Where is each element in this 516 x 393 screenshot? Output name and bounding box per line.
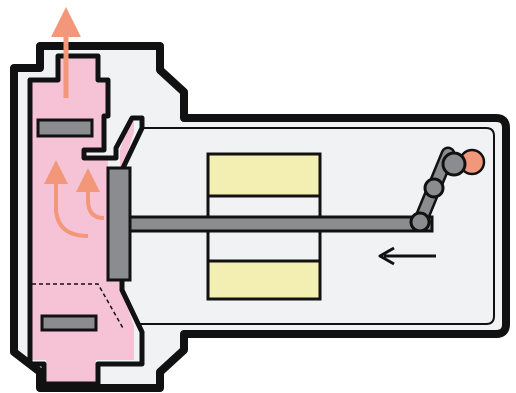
piston-plate xyxy=(106,166,132,282)
valve-block-outline xyxy=(27,53,145,387)
flow-arrow-curve-left-icon xyxy=(44,160,89,238)
dashed-passage xyxy=(32,283,125,331)
upper-valve-seat xyxy=(36,118,94,138)
pivot-joint-lower xyxy=(409,211,431,233)
pivot-joint-middle xyxy=(423,177,445,199)
lower-valve-seat xyxy=(40,314,98,332)
cylinder-inner-wall xyxy=(140,127,495,325)
motion-arrow-head xyxy=(378,246,395,266)
piston-rod xyxy=(128,215,434,233)
lower-yellow-block xyxy=(206,259,322,301)
upper-yellow-block xyxy=(206,152,322,198)
lower-yellow-block-band xyxy=(206,229,322,263)
flow-arrow-curve-right-icon xyxy=(76,168,105,220)
upper-yellow-block-band xyxy=(206,194,322,219)
pivot-joint-upper xyxy=(441,151,467,177)
